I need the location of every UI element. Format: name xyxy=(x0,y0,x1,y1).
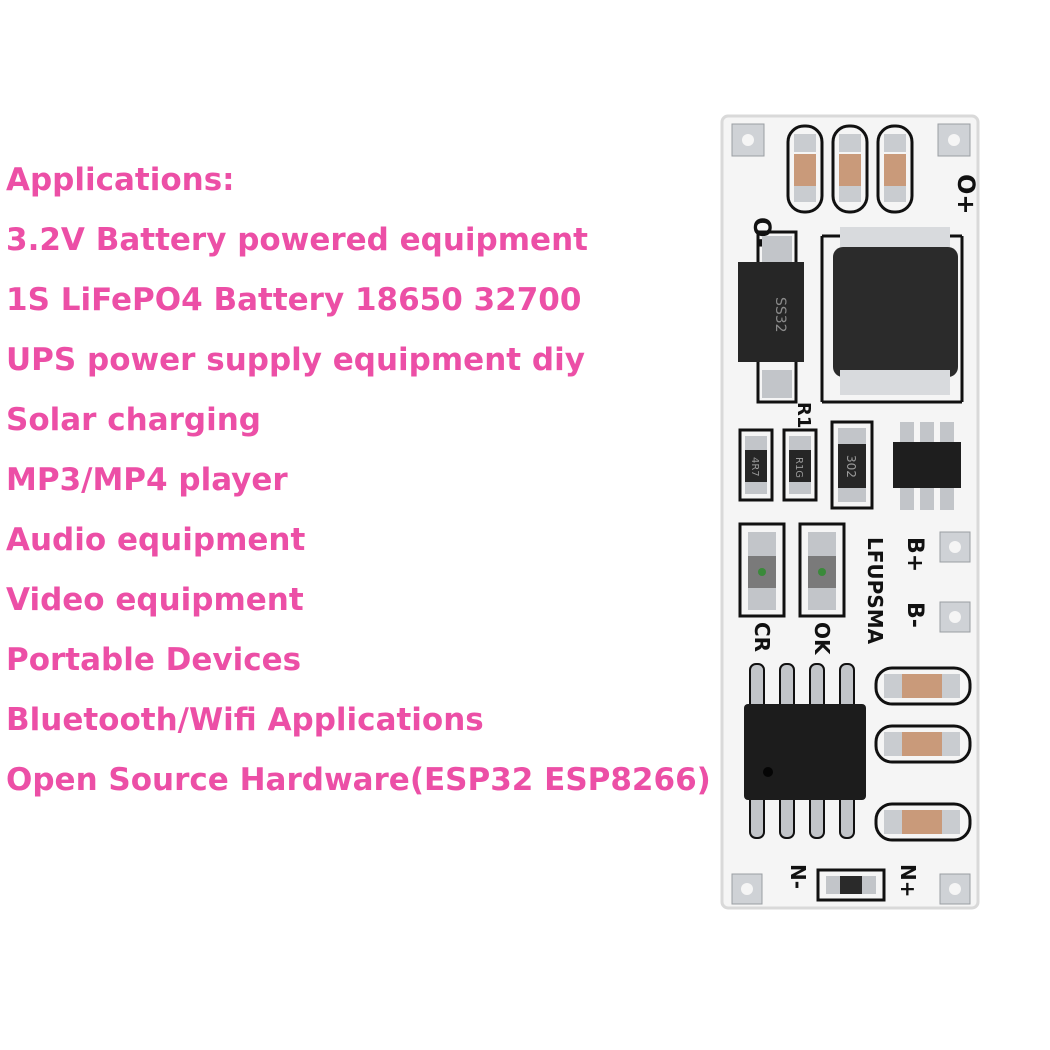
application-item: UPS power supply equipment diy xyxy=(6,342,585,378)
label-b-plus: B+ xyxy=(902,537,927,572)
application-item: Bluetooth/Wifi Applications xyxy=(6,702,484,738)
status-leds xyxy=(738,522,846,618)
application-item: 1S LiFePO4 Battery 18650 32700 xyxy=(6,282,582,318)
label-ok: OK xyxy=(810,622,834,656)
application-item: MP3/MP4 player xyxy=(6,462,288,498)
bottom-smd-component xyxy=(816,868,886,902)
application-item: 3.2V Battery powered equipment xyxy=(6,222,588,258)
label-in-minus: N- xyxy=(786,864,810,889)
label-cr: CR xyxy=(750,622,774,652)
pcb-board-photo: O- O+ SS32 R1 4R7 R1G 302 xyxy=(720,114,980,910)
sot-chip xyxy=(893,422,961,510)
schottky-diode: SS32 xyxy=(738,230,804,404)
applications-title: Applications: xyxy=(6,162,235,198)
input-capacitors xyxy=(874,666,972,842)
applications-list: Applications: 3.2V Battery powered equip… xyxy=(6,158,711,818)
resistor-a-marking: 4R7 xyxy=(749,457,760,477)
resistor-b-marking: R1G xyxy=(793,457,804,478)
label-model: LFUPSMA xyxy=(863,537,887,645)
label-out-plus: O+ xyxy=(952,174,980,215)
application-item: Video equipment xyxy=(6,582,304,618)
smd-resistors: 4R7 R1G 302 xyxy=(738,420,874,510)
label-in-plus: N+ xyxy=(896,864,920,898)
application-item: Solar charging xyxy=(6,402,261,438)
label-r1: R1 xyxy=(793,402,814,428)
application-item: Portable Devices xyxy=(6,642,302,678)
diode-marking: SS32 xyxy=(772,297,788,333)
power-inductor xyxy=(820,227,964,404)
label-b-minus: B- xyxy=(902,602,927,628)
application-item: Open Source Hardware(ESP32 ESP8266) xyxy=(6,762,711,798)
sop8-controller-ic xyxy=(744,663,866,839)
output-capacitors xyxy=(786,124,914,214)
application-item: Audio equipment xyxy=(6,522,306,558)
resistor-c-marking: 302 xyxy=(844,455,858,478)
